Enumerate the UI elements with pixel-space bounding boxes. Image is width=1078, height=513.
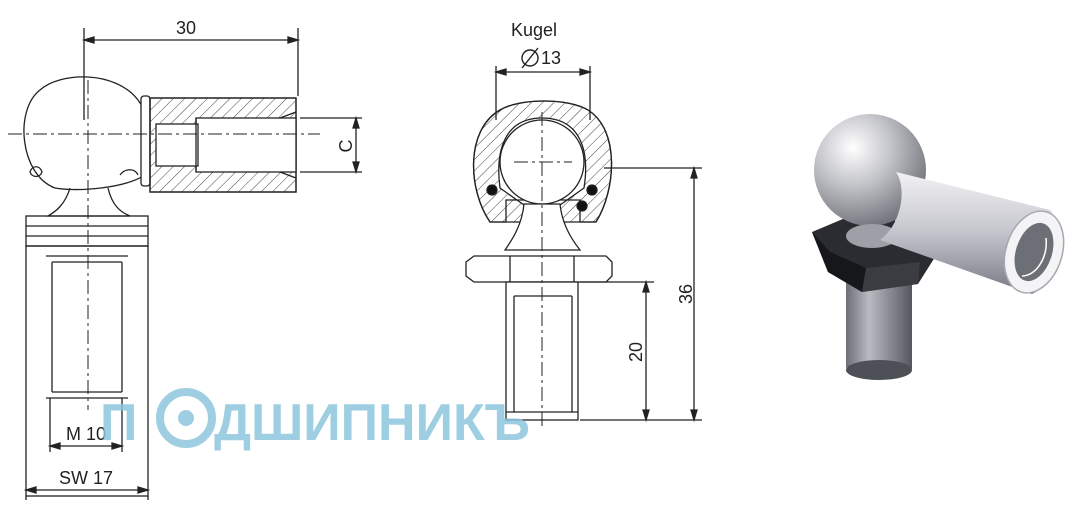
ball-label: Kugel	[511, 20, 557, 40]
side-snap-ring	[140, 95, 151, 187]
dim-thread-length-20: 20	[626, 342, 646, 362]
ball-diameter: 13	[541, 48, 561, 68]
dim-thread-m10: M 10	[66, 424, 106, 444]
side-stud	[25, 245, 149, 497]
watermark: П ДШИПНИКЪ	[100, 388, 530, 452]
dim-height-36: 36	[676, 284, 696, 304]
front-hex-flange	[465, 255, 613, 283]
side-socket-bore	[195, 117, 297, 173]
diameter-icon	[521, 47, 539, 69]
side-ball-outline	[23, 76, 146, 191]
dim-wrench-sw17: SW 17	[59, 468, 113, 488]
dim-length-30: 30	[176, 18, 196, 38]
watermark-text-start: П	[100, 394, 137, 452]
dim-c: C	[336, 140, 356, 153]
front-view	[465, 66, 702, 430]
bearing-logo-icon	[156, 388, 216, 448]
ball-joint-3d-render	[812, 114, 1065, 380]
side-hex-flange	[25, 215, 149, 247]
watermark-text-end: ДШИПНИКЪ	[214, 394, 530, 452]
side-view	[8, 28, 362, 500]
